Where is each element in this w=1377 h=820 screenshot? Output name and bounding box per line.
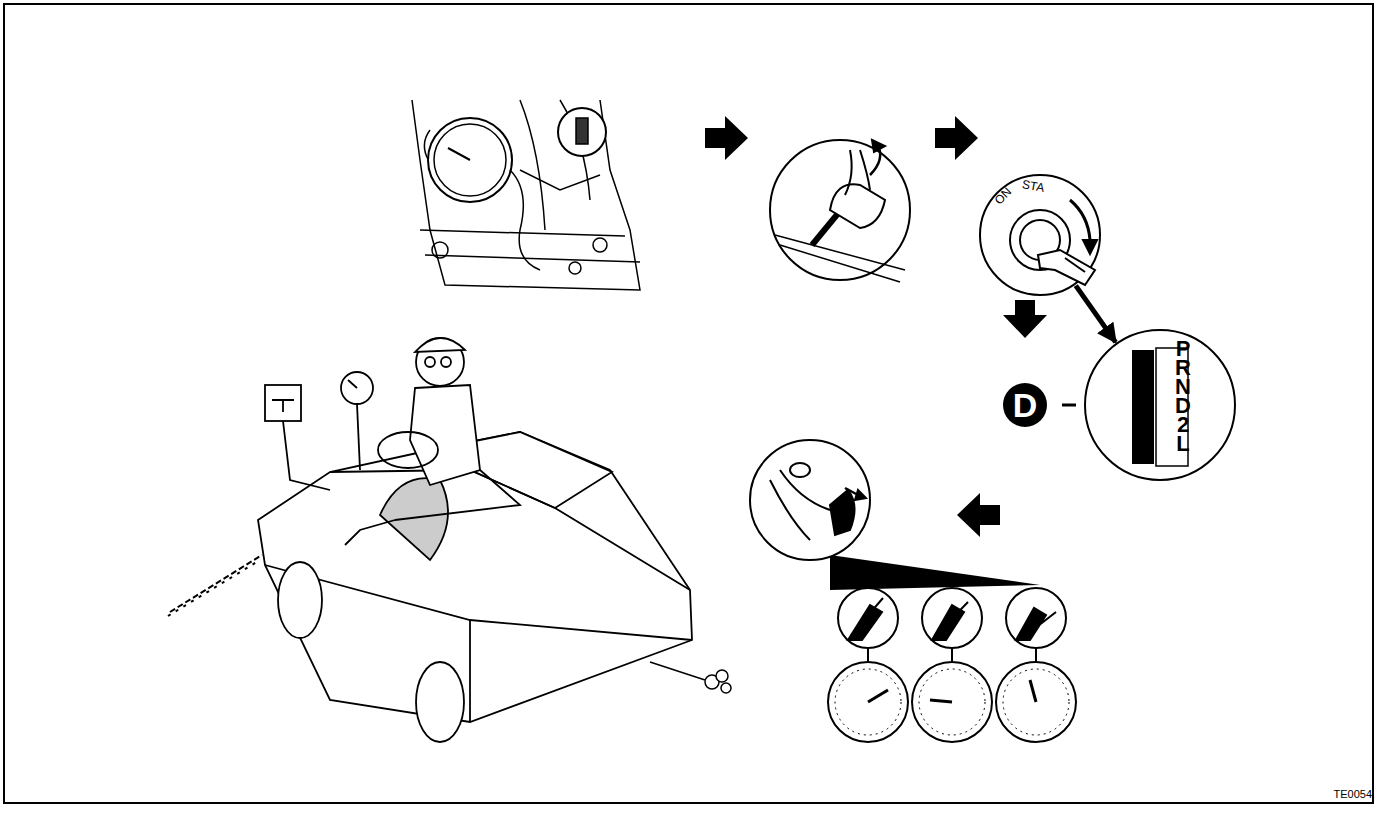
frame-border: [4, 4, 1373, 803]
exhaust-smoke: [650, 662, 731, 693]
ignition-switch: [980, 175, 1100, 295]
shift-positions: P R N D 2 L: [1172, 339, 1194, 453]
pedal-position: [838, 588, 1066, 662]
shift-gate-circle: P R N D 2 L: [1085, 330, 1235, 480]
lever-circle: [770, 140, 910, 282]
switch-position: ON: [992, 185, 1015, 208]
car-illustration: [258, 338, 692, 742]
speedometer-gauge: [828, 662, 1076, 742]
step-connector: [1076, 286, 1116, 342]
transmission-drawing: [412, 100, 640, 290]
gear-letter: D: [1013, 386, 1038, 425]
ignition-circle: ON STA: [980, 175, 1100, 295]
step-arrow: [1003, 300, 1047, 338]
figure-code: TE0054: [1333, 788, 1372, 800]
shift-indicator: [1003, 330, 1235, 480]
tow-chain: [168, 555, 262, 616]
switch-position: STA: [1021, 177, 1046, 195]
accelerator-pedal: [750, 440, 1045, 598]
